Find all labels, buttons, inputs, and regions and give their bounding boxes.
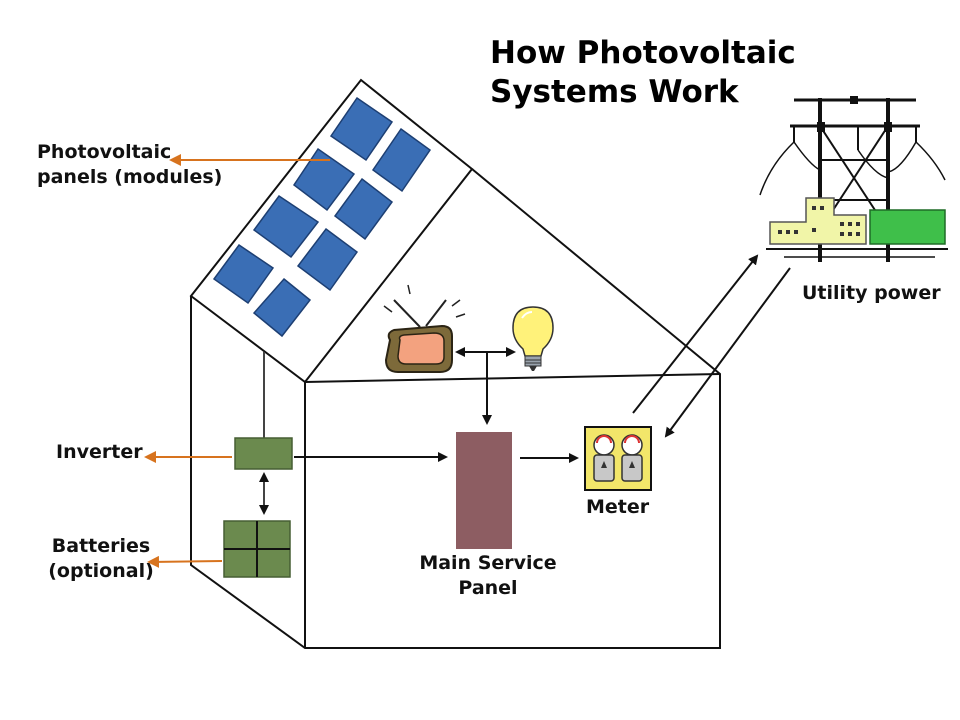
- factory-icon: [766, 197, 948, 258]
- main-service-panel: [456, 432, 512, 549]
- main-service-panel-label-line-2: Panel: [458, 577, 518, 599]
- main-service-panel-label: Main Service Panel: [418, 551, 558, 601]
- light-bulb-icon: [512, 306, 554, 371]
- meter-to-grid-arrow: [632, 254, 759, 414]
- diagram-title-line-2: Systems Work: [490, 74, 739, 110]
- pv-panels-label: Photovoltaic panels (modules): [37, 140, 222, 190]
- meter-label: Meter: [586, 496, 650, 518]
- utility-power-label: Utility power: [802, 282, 941, 304]
- main-service-panel-label-line-1: Main Service: [419, 552, 557, 574]
- tv-icon: [383, 284, 466, 373]
- batteries-label-line-1: Batteries: [51, 535, 151, 557]
- inverter-icon: [234, 437, 293, 470]
- appliance-connector: [455, 347, 516, 425]
- diagram-title: How Photovoltaic Systems Work: [490, 34, 820, 112]
- pv-panel-icon: [212, 96, 432, 338]
- batteries-label: Batteries (optional): [46, 534, 156, 584]
- grid-to-meter-arrow: [664, 267, 791, 438]
- pv-panels-label-line-2: panels (modules): [37, 166, 223, 188]
- pv-panels-label-line-1: Photovoltaic: [37, 141, 172, 163]
- battery-icon: [223, 520, 291, 578]
- meter-icon: [584, 426, 652, 491]
- battery-callout-arrow: [147, 555, 223, 568]
- diagram-title-line-1: How Photovoltaic: [490, 35, 796, 71]
- inverter-label: Inverter: [56, 441, 143, 463]
- batteries-label-line-2: (optional): [48, 560, 154, 582]
- house-outline: [190, 168, 721, 649]
